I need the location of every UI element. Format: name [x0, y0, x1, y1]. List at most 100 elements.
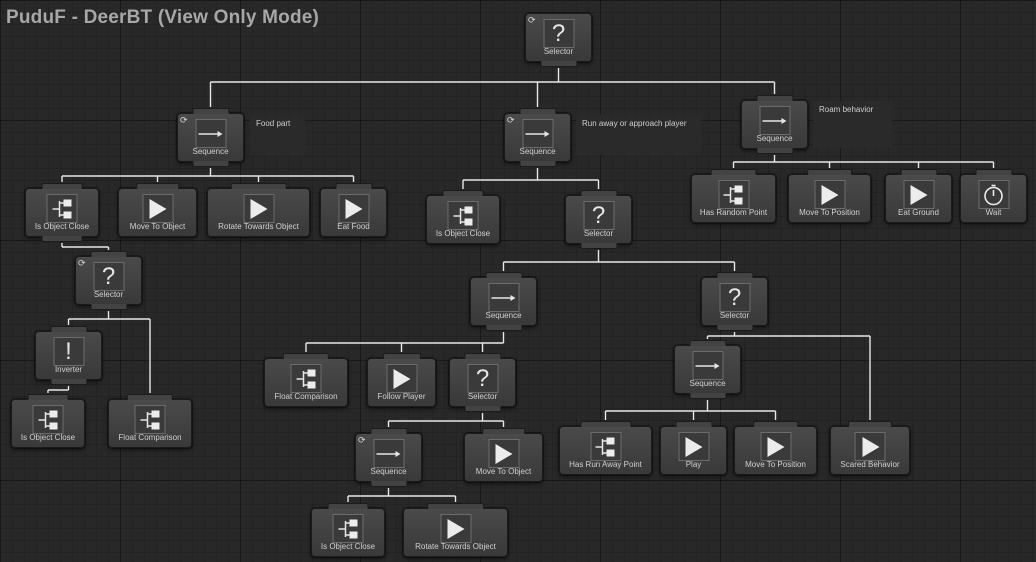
- play-icon: [142, 194, 173, 223]
- node-label: Selector: [583, 229, 614, 238]
- child-connection-port[interactable]: [579, 243, 618, 249]
- child-connection-port[interactable]: [49, 379, 88, 385]
- roam-eat-ground-node[interactable]: Eat Ground: [885, 169, 952, 223]
- run-move-to-object-node[interactable]: Move To Object: [464, 428, 543, 482]
- roam-has-random-point-node[interactable]: Has Random Point: [691, 169, 776, 223]
- parent-connection-port[interactable]: [89, 251, 128, 257]
- run-is-object-close-node[interactable]: Is Object Close: [426, 190, 500, 244]
- parent-connection-port[interactable]: [518, 108, 557, 114]
- node-label: Follow Player: [377, 392, 426, 401]
- roam-sequence-node[interactable]: Sequence: [741, 95, 808, 154]
- parent-connection-port[interactable]: [327, 503, 369, 509]
- parent-connection-port[interactable]: [369, 428, 408, 434]
- run-inner-is-object-close-node[interactable]: Is Object Close: [311, 503, 385, 557]
- child-connection-port[interactable]: [41, 236, 83, 242]
- food-selector-node[interactable]: ⟳?Selector: [75, 251, 142, 310]
- parent-connection-port[interactable]: [49, 326, 88, 332]
- food-inv-is-object-close-node[interactable]: Is Object Close: [11, 394, 85, 448]
- branch-icon: [134, 405, 166, 434]
- run-selector-node[interactable]: ?Selector: [565, 190, 632, 249]
- parent-connection-port[interactable]: [463, 353, 502, 359]
- run-play-node[interactable]: Play: [660, 421, 727, 475]
- food-sequence-node[interactable]: ⟳Sequence: [177, 108, 244, 167]
- conditional-abort-icon: ⟳: [507, 115, 515, 125]
- run-float-comparison-node[interactable]: Float Comparison: [264, 353, 348, 407]
- run-has-run-away-point-node[interactable]: Has Run Away Point: [559, 421, 652, 475]
- child-connection-port[interactable]: [89, 304, 128, 310]
- question-mark-icon: ?: [583, 201, 614, 230]
- arrow-right-icon: [522, 119, 553, 148]
- parent-connection-port[interactable]: [806, 169, 853, 175]
- parent-connection-port[interactable]: [674, 421, 713, 427]
- parent-connection-port[interactable]: [442, 190, 484, 196]
- play-icon: [488, 439, 519, 468]
- question-mark-icon: ?: [467, 364, 498, 393]
- parent-connection-port[interactable]: [41, 183, 83, 189]
- node-label: Move To Object: [475, 467, 532, 476]
- conditional-abort-icon: ⟳: [358, 435, 366, 445]
- arrow-right-icon: [195, 119, 226, 148]
- roam-wait-node[interactable]: Wait: [960, 169, 1027, 223]
- run-right-sequence-node[interactable]: Sequence: [674, 340, 741, 399]
- run-sequence-node[interactable]: ⟳Sequence: [504, 108, 571, 167]
- parent-connection-port[interactable]: [481, 428, 526, 434]
- parent-connection-port[interactable]: [579, 421, 632, 427]
- run-inner-sequence-node[interactable]: ⟳Sequence: [355, 428, 422, 487]
- parent-connection-port[interactable]: [710, 169, 757, 175]
- run-left-sequence-node[interactable]: Sequence: [470, 272, 537, 331]
- parent-connection-port[interactable]: [899, 169, 938, 175]
- question-mark-icon: ?: [543, 19, 574, 48]
- food-inverter-node[interactable]: !Inverter: [35, 326, 102, 385]
- root-node[interactable]: ⟳?Selector: [525, 13, 592, 67]
- food-float-comparison-node[interactable]: Float Comparison: [108, 394, 192, 448]
- parent-connection-port[interactable]: [27, 394, 69, 400]
- child-connection-port[interactable]: [688, 393, 727, 399]
- run-scared-behavior-node[interactable]: Scared Behavior: [830, 421, 910, 475]
- node-label: Move To Position: [799, 208, 860, 217]
- node-label: Eat Ground: [898, 208, 939, 217]
- parent-connection-port[interactable]: [755, 95, 794, 101]
- food-rotate-towards-object-node[interactable]: Rotate Towards Object: [207, 183, 310, 237]
- child-connection-port[interactable]: [484, 325, 523, 331]
- parent-connection-port[interactable]: [847, 421, 893, 427]
- child-connection-port[interactable]: [539, 61, 578, 67]
- parent-connection-port[interactable]: [126, 394, 174, 400]
- parent-connection-port[interactable]: [230, 183, 287, 189]
- branch-icon: [32, 405, 64, 434]
- node-label: Wait: [985, 208, 1002, 217]
- branch-icon: [46, 194, 78, 223]
- parent-connection-port[interactable]: [715, 272, 754, 278]
- food-is-object-close-node[interactable]: Is Object Close: [25, 183, 99, 242]
- roam-move-to-position-node[interactable]: Move To Position: [788, 169, 871, 223]
- parent-connection-port[interactable]: [191, 108, 230, 114]
- node-label: Sequence: [485, 311, 522, 320]
- branch-icon: [590, 432, 621, 461]
- food-move-to-object-node[interactable]: Move To Object: [118, 183, 197, 237]
- parent-connection-port[interactable]: [426, 503, 485, 509]
- node-label: Is Object Close: [20, 433, 76, 442]
- branch-icon: [447, 201, 479, 230]
- parent-connection-port[interactable]: [752, 421, 799, 427]
- run-rotate-towards-object-node[interactable]: Rotate Towards Object: [403, 503, 508, 557]
- child-connection-port[interactable]: [755, 148, 794, 154]
- food-eat-food-node[interactable]: Eat Food: [320, 183, 387, 237]
- parent-connection-port[interactable]: [135, 183, 180, 189]
- run-inner-selector-node[interactable]: ?Selector: [449, 353, 516, 412]
- parent-connection-port[interactable]: [282, 353, 330, 359]
- node-label: Float Comparison: [274, 392, 338, 401]
- run-right-selector-node[interactable]: ?Selector: [701, 272, 768, 331]
- child-connection-port[interactable]: [715, 325, 754, 331]
- parent-connection-port[interactable]: [974, 169, 1013, 175]
- child-connection-port[interactable]: [463, 406, 502, 412]
- child-connection-port[interactable]: [518, 161, 557, 167]
- parent-connection-port[interactable]: [688, 340, 727, 346]
- parent-connection-port[interactable]: [382, 353, 421, 359]
- parent-connection-port[interactable]: [334, 183, 373, 189]
- parent-connection-port[interactable]: [579, 190, 618, 196]
- child-connection-port[interactable]: [369, 481, 408, 487]
- question-mark-icon: ?: [93, 262, 124, 291]
- run-move-to-position-node[interactable]: Move To Position: [734, 421, 817, 475]
- run-follow-player-node[interactable]: Follow Player: [367, 353, 436, 407]
- child-connection-port[interactable]: [191, 161, 230, 167]
- parent-connection-port[interactable]: [484, 272, 523, 278]
